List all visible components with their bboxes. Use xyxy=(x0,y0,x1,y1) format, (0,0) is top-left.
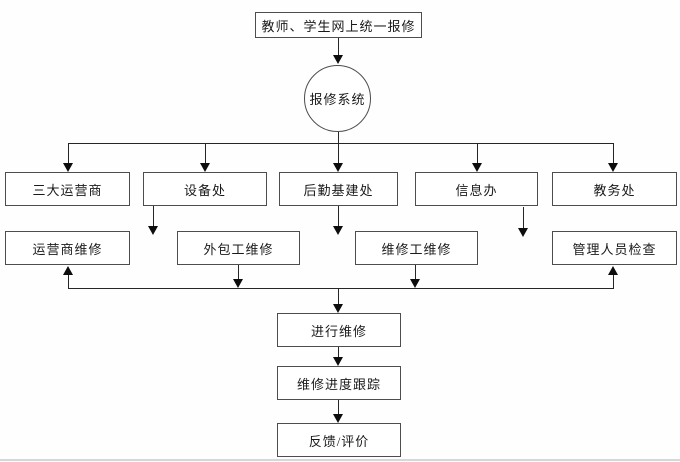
node-outsourced-repair: 外包工维修 xyxy=(177,231,300,265)
edge-do-repair-to-tracking xyxy=(338,347,339,358)
node-academic-office: 教务处 xyxy=(552,172,677,206)
edge-tracking-to-feedback xyxy=(338,400,339,414)
edge-to-academic-office xyxy=(613,143,614,164)
edge-distribution-line xyxy=(68,143,614,144)
edge-equipment-to-outsourced xyxy=(153,206,154,226)
arrowhead-do-repair-to-tracking xyxy=(333,357,343,366)
node-manager-inspection: 管理人员检查 xyxy=(552,231,677,265)
edge-to-equipment-office xyxy=(205,143,206,164)
arrowhead-to-info-office xyxy=(472,163,482,172)
node-worker-repair: 维修工维修 xyxy=(355,231,478,265)
arrowhead-collector-to-operator-repair xyxy=(63,266,73,275)
node-info-office: 信息办 xyxy=(415,172,538,206)
scan-edge-artifact xyxy=(0,459,680,461)
arrowhead-collector-to-inspection xyxy=(608,266,618,275)
arrowhead-outsourced-to-collector xyxy=(233,279,243,288)
edge-info-to-inspection xyxy=(523,207,524,228)
edge-to-info-office xyxy=(477,143,478,164)
arrowhead-worker-to-collector xyxy=(410,279,420,288)
edge-to-operators xyxy=(68,143,69,164)
edge-worker-to-collector xyxy=(415,265,416,279)
node-logistics-office: 后勤基建处 xyxy=(279,172,398,206)
arrowhead-equipment-to-outsourced xyxy=(148,226,158,235)
edge-entry-to-system xyxy=(338,38,339,56)
arrowhead-info-to-inspection xyxy=(518,228,528,237)
arrowhead-system-to-logistics xyxy=(333,163,343,172)
edge-collector-to-operator-repair xyxy=(68,275,69,288)
node-do-repair: 进行维修 xyxy=(277,313,401,347)
edge-collector-to-inspection xyxy=(613,275,614,288)
node-progress-tracking: 维修进度跟踪 xyxy=(277,366,401,400)
arrowhead-to-equipment-office xyxy=(200,163,210,172)
node-repair-system: 报修系统 xyxy=(304,65,371,132)
arrowhead-to-operators xyxy=(63,163,73,172)
node-operator-repair: 运营商维修 xyxy=(5,231,130,265)
edge-collector-to-do-repair xyxy=(338,288,339,305)
edge-outsourced-to-collector xyxy=(238,265,239,279)
arrowhead-collector-to-do-repair xyxy=(333,304,343,313)
node-three-operators: 三大运营商 xyxy=(5,172,130,206)
arrowhead-tracking-to-feedback xyxy=(333,414,343,423)
arrowhead-entry-to-system xyxy=(333,55,343,64)
arrowhead-to-academic-office xyxy=(608,163,618,172)
edge-system-to-logistics xyxy=(338,132,339,163)
arrowhead-logistics-to-worker xyxy=(333,226,343,235)
edge-logistics-to-worker xyxy=(338,206,339,226)
node-online-report-entry: 教师、学生网上统一报修 xyxy=(255,12,422,38)
node-feedback: 反馈/评价 xyxy=(277,423,401,457)
node-equipment-office: 设备处 xyxy=(143,172,267,206)
edge-collector-line xyxy=(68,288,614,289)
